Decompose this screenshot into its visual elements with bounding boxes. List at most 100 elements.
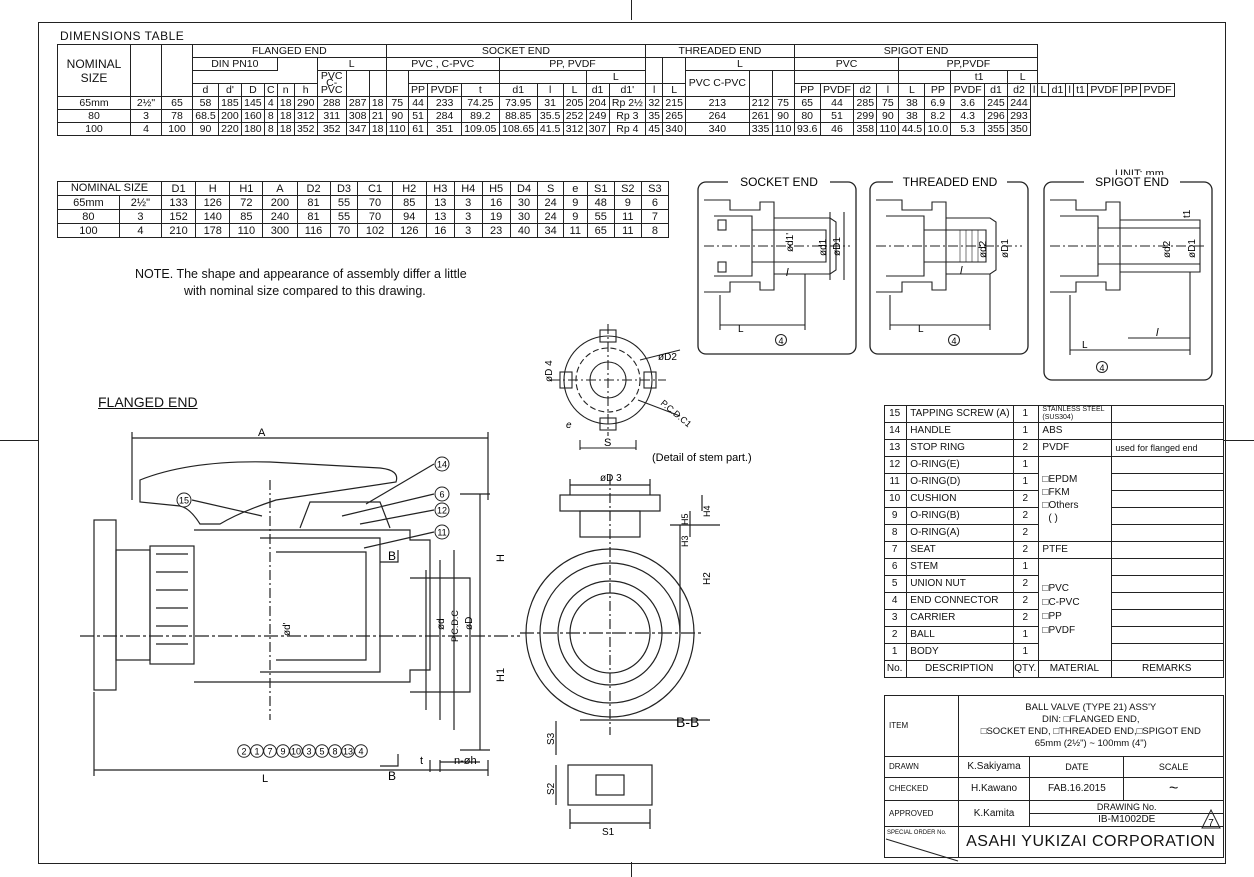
parts-cell-qty: 1: [1013, 643, 1040, 661]
parts-cell-no: 15: [883, 405, 908, 423]
dim-H4-label: H4: [702, 505, 712, 517]
dim-table-cell: 264: [685, 109, 750, 123]
approved-by: K.Kamita: [957, 800, 1031, 827]
dim-table-cell: 8: [263, 109, 278, 123]
dim-table-cell: 6.9: [924, 96, 952, 110]
dim-col-header: d1: [498, 83, 538, 97]
spigot-pvc-header: PVC: [793, 57, 900, 71]
dim-table-cell: 252: [562, 109, 587, 123]
plastic-option: □C-PVC: [1042, 596, 1080, 608]
dim-table-cell: 340: [685, 122, 750, 136]
parts-cell-qty: 2: [1013, 507, 1040, 525]
spigot-l-label: l: [1156, 327, 1159, 339]
dim-table-cell: 265: [662, 109, 687, 123]
stem-S-label: S: [604, 437, 611, 449]
part-balloon-number: 7: [267, 747, 272, 757]
drawing-no: IB-M1002DE: [1098, 814, 1156, 825]
dim-table-cell: 18: [276, 122, 295, 136]
dim-col-header: L: [562, 83, 587, 97]
parts-cell-no: 13: [883, 439, 908, 457]
dim-table-cell: 4: [130, 122, 162, 136]
dim2-col-header: D1: [160, 181, 197, 196]
part-balloon-number: 6: [439, 490, 444, 500]
parts-cell-qty: 1: [1013, 558, 1040, 576]
dim-table-cell: 90: [385, 109, 409, 123]
dim-col-header: l: [1029, 83, 1039, 97]
part-balloon-number: 3: [306, 747, 311, 757]
threaded-D1-label: øD1: [1000, 239, 1011, 258]
parts-cell-remarks: [1111, 541, 1224, 559]
checked-by: H.Kawano: [957, 777, 1031, 801]
dim-table-cell: 215: [662, 96, 687, 110]
threaded-d2-label: ød2: [978, 240, 989, 258]
dim-col-header: d1: [1048, 83, 1067, 97]
dim-table-cell: Rp 3: [608, 109, 647, 123]
stem-e-label: e: [566, 420, 572, 431]
center-mark-left: [0, 440, 38, 441]
dim-table-cell: 38: [898, 96, 926, 110]
dim-table-cell: 285: [853, 96, 878, 110]
parts-cell-qty: 2: [1013, 524, 1040, 542]
dim2-table-cell: 70: [357, 195, 393, 210]
dim-table-cell: 88.85: [498, 109, 538, 123]
part-balloon-number: 13: [343, 747, 353, 757]
dim2-table-cell: 80: [57, 209, 120, 224]
dim2-table-cell: 9: [613, 195, 642, 210]
dim-col-header: d': [217, 83, 242, 97]
parts-cell-no: 11: [883, 473, 908, 491]
revision-number: 7: [1208, 818, 1214, 829]
dim2-table-cell: 4: [118, 223, 162, 238]
dim2-table-cell: 9: [562, 209, 588, 224]
item-label: ITEM: [884, 695, 959, 757]
dim2-table-cell: 126: [195, 195, 231, 210]
dim-col-header: PVDF: [427, 83, 462, 97]
dim2-table-cell: 300: [262, 223, 298, 238]
dim2-table-cell: 3: [453, 195, 483, 210]
dim-table-cell: 58: [192, 96, 219, 110]
dim2-table-cell: 65mm: [57, 195, 120, 210]
checked-label: CHECKED: [884, 777, 959, 801]
elastomer-option: □EPDM: [1042, 474, 1078, 485]
flanged-pvc-cpvc-header: PVC C-PVC: [316, 70, 347, 97]
dim2-table-cell: 55: [586, 209, 615, 224]
dim2-col-header: D2: [296, 181, 331, 196]
dim-table-cell: 3: [130, 109, 162, 123]
dim-table-cell: 38: [898, 109, 926, 123]
dim-S1-label: S1: [602, 827, 615, 838]
plastic-option: □PVDF: [1042, 624, 1076, 636]
parts-cell-remarks: [1111, 643, 1224, 661]
dim2-col-header: C1: [357, 181, 393, 196]
socket-L-label: L: [738, 324, 744, 335]
dim2-table-cell: 9: [562, 195, 588, 210]
dim-table-cell: 90: [876, 109, 900, 123]
socket-l-label: l: [786, 267, 789, 279]
revision-triangle-icon: 7: [1201, 808, 1221, 829]
dim2-table-cell: 6: [640, 195, 670, 210]
dim-table-cell: 220: [217, 122, 242, 136]
dim-table-cell: 335: [748, 122, 773, 136]
dim-table-cell: 261: [748, 109, 773, 123]
dim2-col-header: S3: [640, 181, 670, 196]
parts-cell-no: 4: [883, 592, 908, 610]
dim2-table-cell: 152: [160, 209, 197, 224]
socket-D1-label: øD1: [832, 237, 843, 256]
part-balloon-number: 1: [254, 747, 259, 757]
dim2-col-header: A: [262, 181, 298, 196]
parts-cell-qty: 2: [1013, 609, 1040, 627]
dim2-table-cell: 11: [562, 223, 588, 238]
parts-cell-desc: HANDLE: [906, 422, 1015, 440]
parts-header-description: DESCRIPTION: [906, 660, 1015, 678]
parts-cell-remarks: [1111, 405, 1224, 423]
socket-pvc-header: PVC , C-PVC: [385, 57, 500, 71]
parts-cell-remarks: [1111, 575, 1224, 593]
dim-col-header: PVDF: [819, 83, 855, 97]
dim2-table-cell: 30: [509, 195, 539, 210]
part-balloon: [434, 486, 450, 502]
